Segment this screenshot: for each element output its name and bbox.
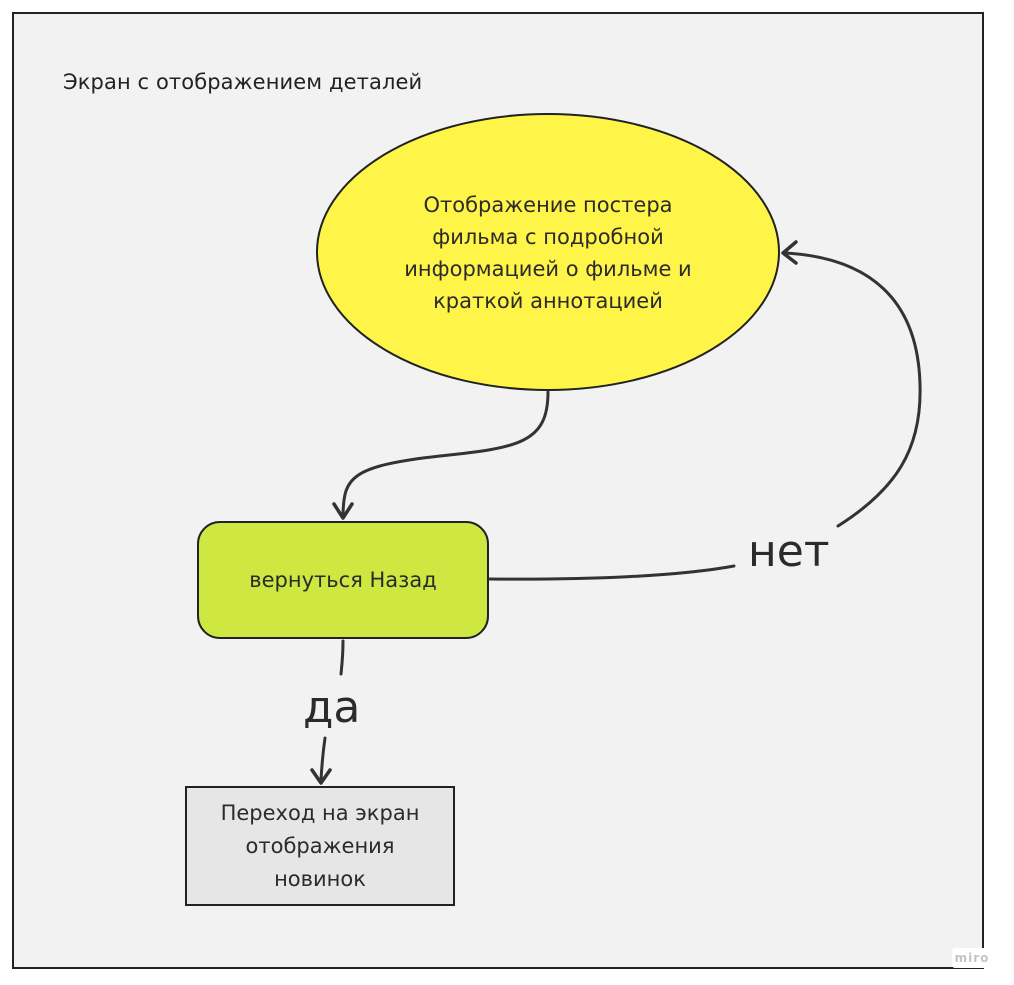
edge-yes-segment-2[interactable] xyxy=(319,736,327,782)
node-details-ellipse[interactable] xyxy=(316,113,780,391)
arrowhead-to-details xyxy=(781,240,798,265)
edge-yes-segment-1[interactable] xyxy=(339,639,345,676)
miro-watermark: miro xyxy=(952,948,992,968)
node-details-label: Отображение постера фильма с подробной и… xyxy=(404,192,692,313)
node-back-box[interactable] xyxy=(197,521,489,639)
frame-title: Экран с отображением деталей xyxy=(63,70,423,94)
node-new-releases-label: Переход на экран отображения новинок xyxy=(220,800,420,891)
edge-label-yes: да xyxy=(303,682,361,733)
node-new-releases-box[interactable] xyxy=(185,786,455,906)
edge-label-no: нет xyxy=(748,526,830,577)
edge-details-to-back[interactable] xyxy=(341,390,550,516)
arrowhead-to-back xyxy=(332,502,354,520)
edge-no-segment-2[interactable] xyxy=(784,251,922,528)
arrowhead-to-new-releases xyxy=(310,768,332,785)
node-back-label: вернуться Назад xyxy=(249,568,437,592)
edge-no-segment-1[interactable] xyxy=(488,564,736,581)
